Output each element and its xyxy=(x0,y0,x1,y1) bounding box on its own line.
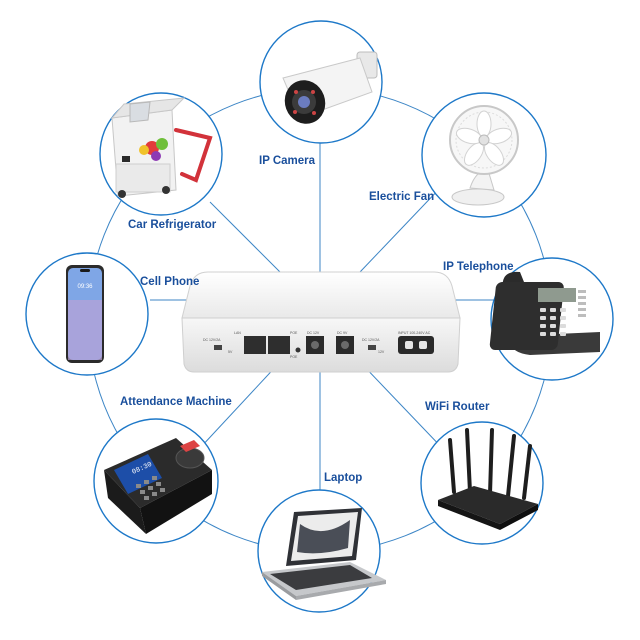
ac-input-port xyxy=(398,336,434,354)
node-attendance-machine: 08:30 xyxy=(93,418,219,544)
node-car-refrigerator xyxy=(99,92,223,216)
car-refrigerator-icon xyxy=(110,97,213,198)
reset-hole xyxy=(295,347,301,353)
poe-port xyxy=(268,336,290,354)
port-label-dc9v: DC 9V xyxy=(337,331,348,335)
node-cell-phone: 09:36 xyxy=(25,252,149,376)
phone-screen-time: 09:36 xyxy=(77,284,93,290)
label-car-refrigerator: Car Refrigerator xyxy=(128,219,217,231)
label-attendance-machine: Attendance Machine xyxy=(120,396,232,408)
label-cell-phone: Cell Phone xyxy=(140,276,200,288)
label-ip-telephone: IP Telephone xyxy=(443,261,514,273)
ip-camera-icon xyxy=(282,51,378,124)
spoke-car-refrigerator xyxy=(209,201,281,273)
port-label-12v: 12V xyxy=(378,350,385,354)
port-label-dc12v2a: DC 12V/2A xyxy=(203,338,221,342)
node-ip-telephone xyxy=(489,257,614,381)
wifi-router-icon xyxy=(438,428,538,530)
dc-switch-port-2 xyxy=(368,345,376,350)
dc-switch-port xyxy=(214,345,222,350)
spoke-lines xyxy=(150,130,497,508)
lan-port xyxy=(244,336,266,354)
label-laptop: Laptop xyxy=(324,472,363,484)
label-electric-fan: Electric Fan xyxy=(369,191,435,203)
port-label-ac-input: INPUT 100-240V AC xyxy=(398,331,431,335)
electric-fan-icon xyxy=(449,105,519,206)
spoke-wifi-router xyxy=(359,361,447,453)
port-label-dc12v: DC 12V xyxy=(307,331,320,335)
power-supply-device xyxy=(181,271,461,373)
attendance-machine-icon xyxy=(104,438,212,534)
port-label-poe-2: POE xyxy=(290,355,298,359)
label-ip-camera: IP Camera xyxy=(259,155,316,167)
port-label-poe: POE xyxy=(290,331,298,335)
node-electric-fan xyxy=(421,92,547,218)
node-laptop xyxy=(257,489,386,613)
label-wifi-router: WiFi Router xyxy=(425,401,490,413)
cell-phone-icon xyxy=(66,265,104,363)
port-row xyxy=(214,336,434,354)
spoke-attendance-machine xyxy=(199,361,281,449)
port-label-5v: 5V xyxy=(228,350,233,354)
laptop-icon xyxy=(262,508,386,600)
spoke-electric-fan xyxy=(359,185,443,273)
port-label-dc12v2a-2: DC 12V/2A xyxy=(362,338,380,342)
ip-telephone-icon xyxy=(489,271,600,355)
node-wifi-router xyxy=(420,421,544,545)
port-label-lan: LAN xyxy=(234,331,241,335)
node-ip-camera xyxy=(259,20,383,144)
